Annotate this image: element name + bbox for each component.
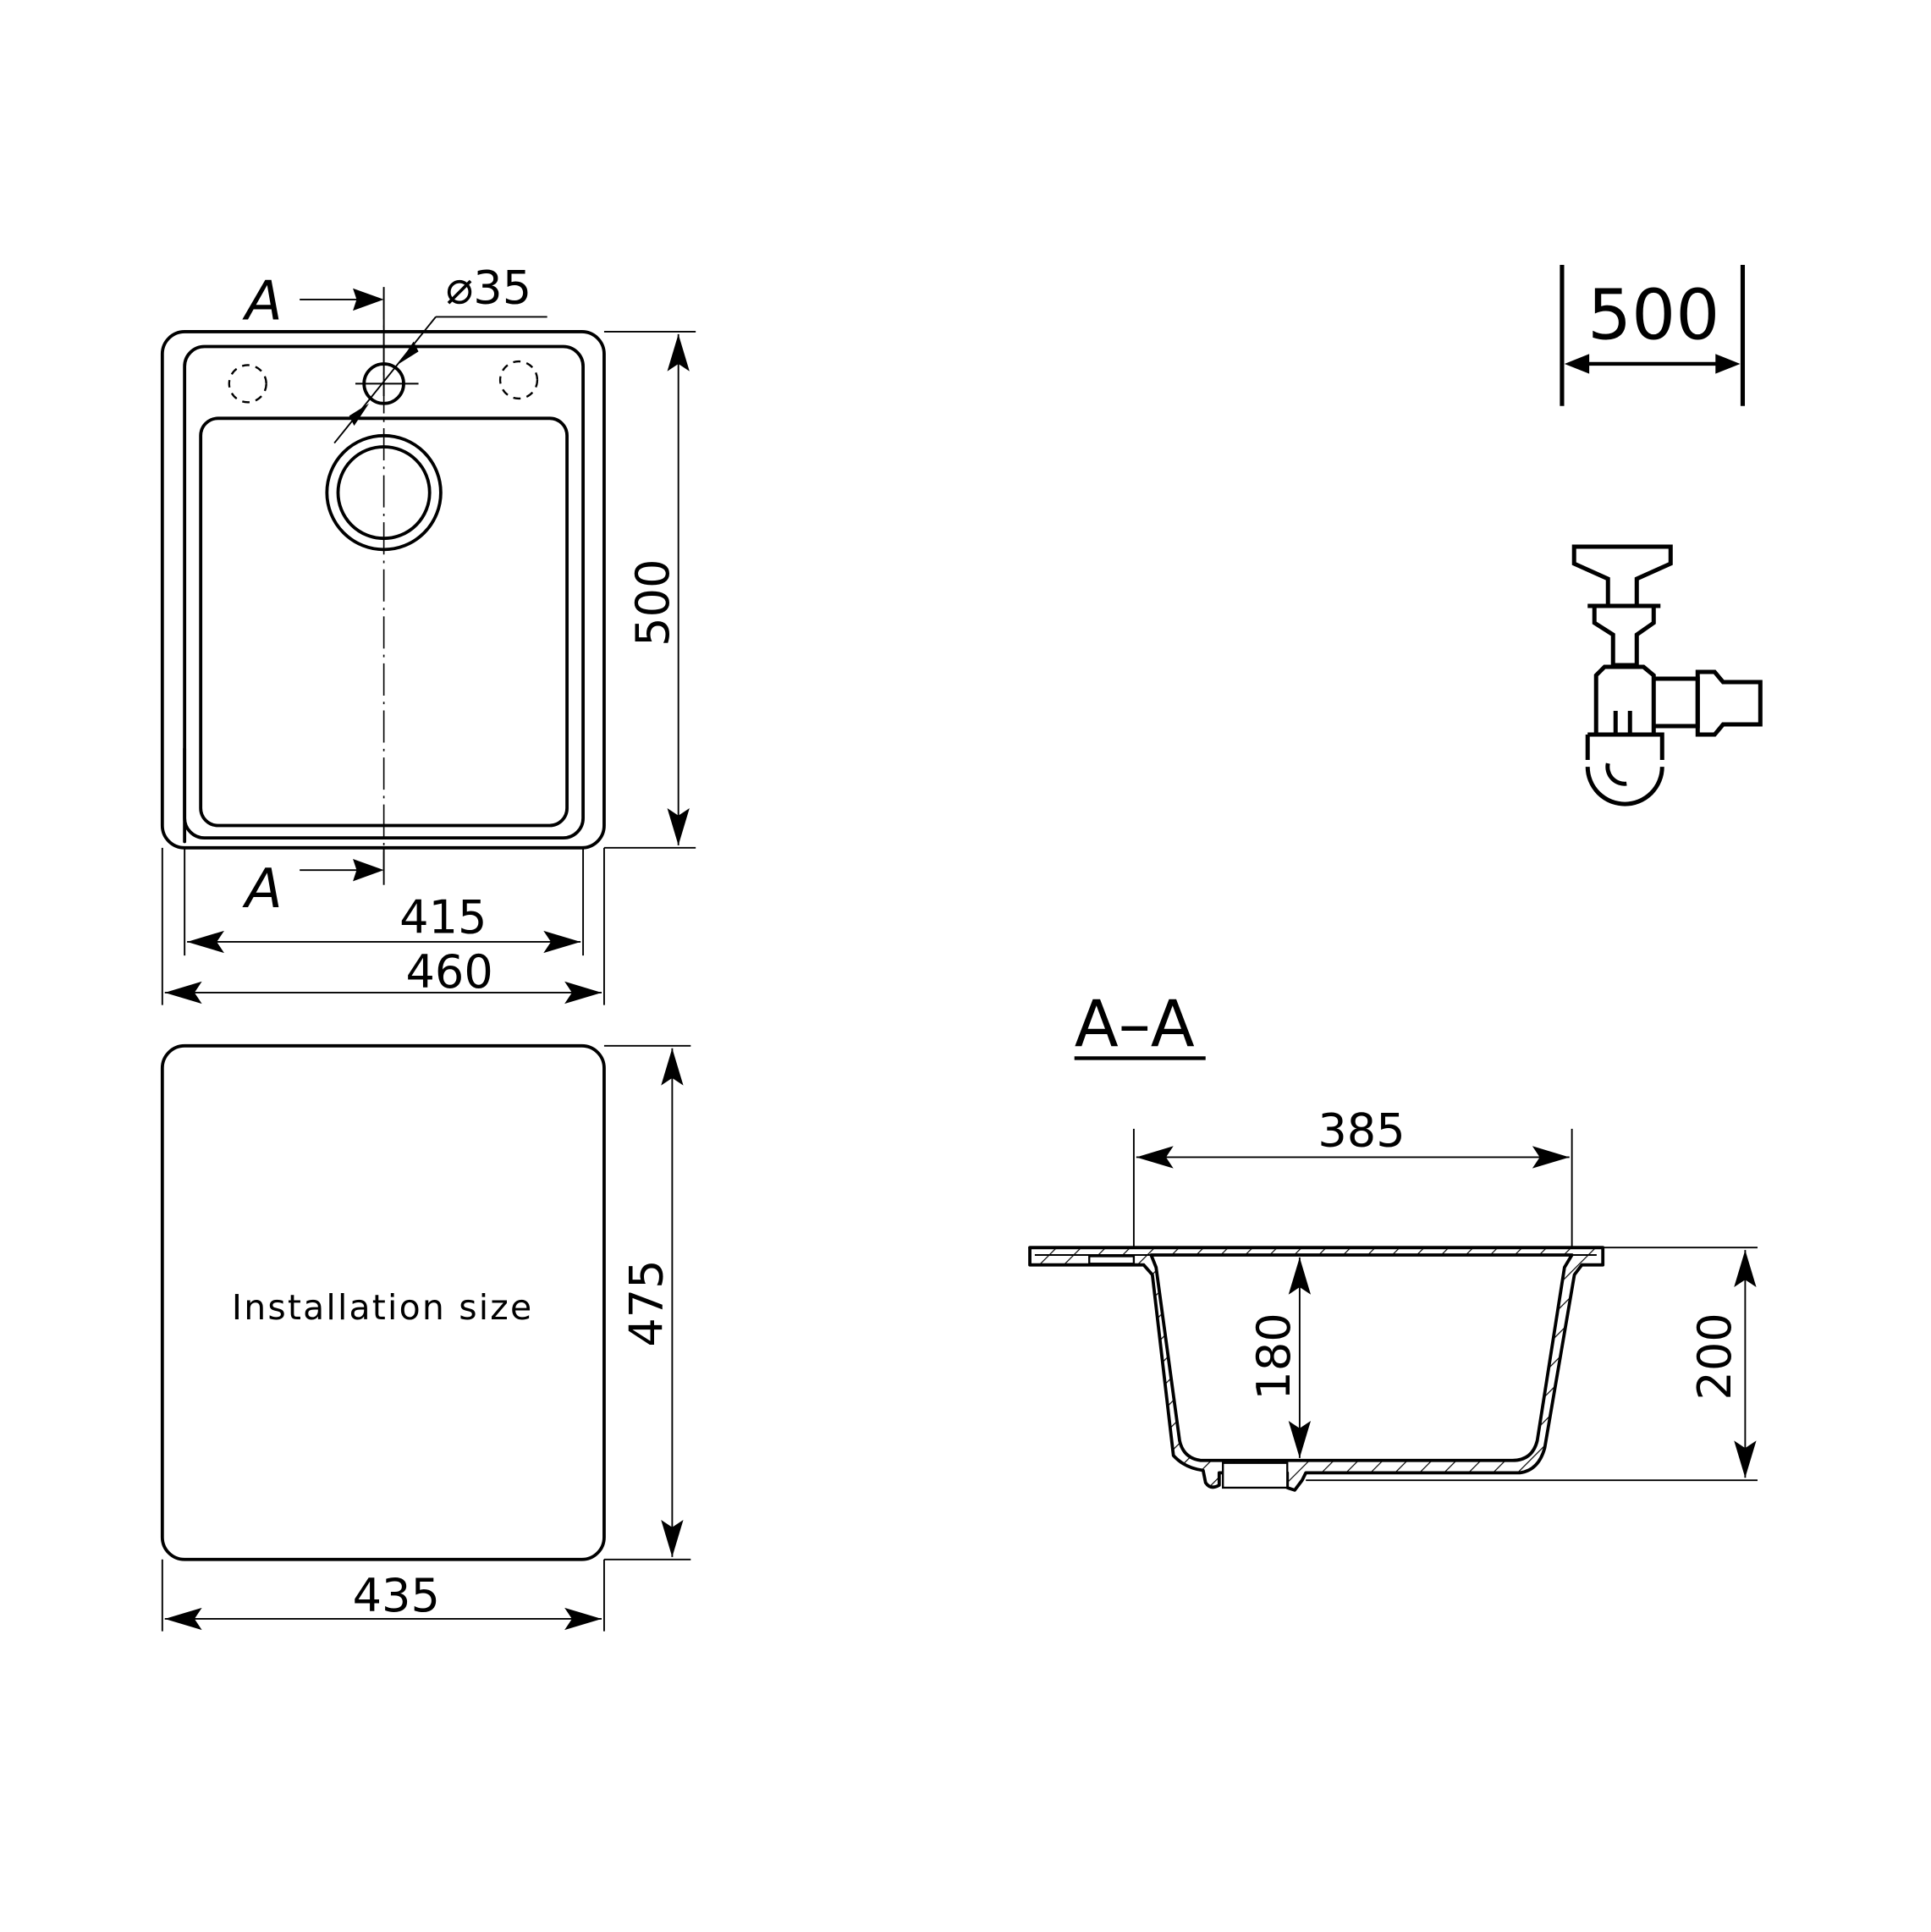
- optional-tap-hole-left-icon: [228, 364, 267, 404]
- tap-hole-diameter-label: ⌀35: [446, 261, 531, 314]
- section-marker-top: A: [242, 269, 283, 333]
- section-view-a-a: A–A 385 180 200: [1028, 986, 1758, 1492]
- height-dimension-500: 500: [626, 559, 679, 647]
- installation-cutout-outline: [160, 1043, 606, 1561]
- cutout-height-dimension-475: 475: [620, 1259, 674, 1346]
- installation-cutout-view: Installation size 475 435: [160, 1043, 691, 1632]
- siphon-icon: [1571, 544, 1763, 806]
- bowl-depth-dimension-180: 180: [1247, 1313, 1301, 1400]
- installation-size-label: Installation size: [232, 1287, 533, 1328]
- cabinet-width-dimension-500: 500: [1587, 276, 1719, 356]
- total-height-dimension-200: 200: [1688, 1313, 1741, 1400]
- section-marker-bottom: A: [242, 857, 283, 921]
- cabinet-width-icon: 500: [1560, 264, 1746, 406]
- inner-width-dimension-415: 415: [399, 891, 487, 944]
- outer-width-dimension-460: 460: [405, 945, 492, 999]
- bowl-width-dimension-385: 385: [1318, 1104, 1405, 1157]
- cutout-width-dimension-435: 435: [353, 1569, 440, 1622]
- optional-tap-hole-right-icon: [498, 360, 539, 400]
- section-title: A–A: [1075, 986, 1195, 1061]
- sink-top-view: ⌀35 A A 500 415 460: [160, 261, 696, 1005]
